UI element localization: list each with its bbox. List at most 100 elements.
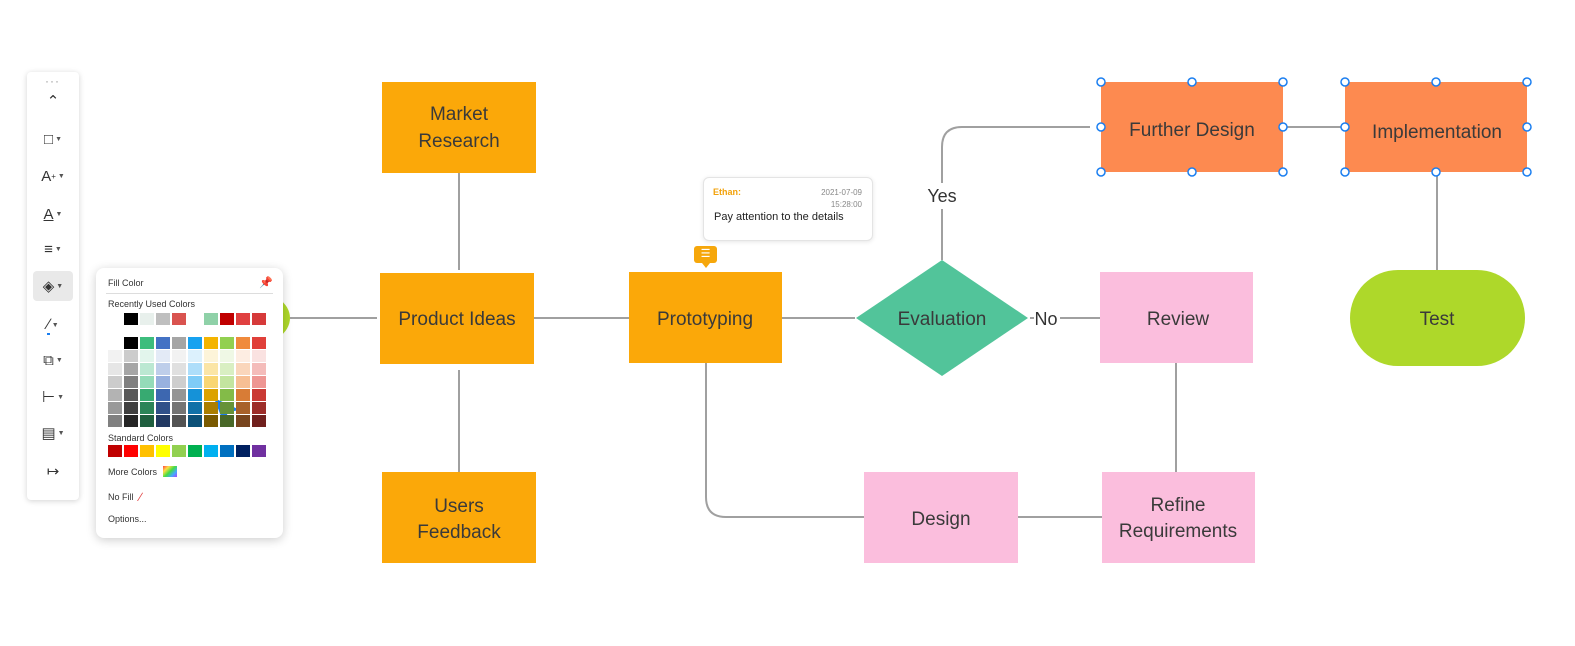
node-users-feedback[interactable]: Users Feedback	[382, 472, 536, 563]
palette-swatch[interactable]	[124, 350, 138, 362]
node-design[interactable]: Design	[864, 472, 1018, 563]
palette-swatch[interactable]	[252, 415, 266, 427]
palette-swatch[interactable]	[140, 402, 154, 414]
standard-color-swatch[interactable]	[204, 445, 218, 457]
align-text-icon[interactable]: ≡▼	[44, 240, 62, 258]
node-test[interactable]: Test	[1350, 270, 1525, 366]
drag-handle-icon[interactable]: ···	[45, 74, 60, 88]
connector-prototyping-design[interactable]	[705, 363, 864, 518]
palette-swatch[interactable]	[172, 376, 186, 388]
palette-swatch[interactable]	[124, 337, 138, 349]
palette-swatch[interactable]	[220, 402, 234, 414]
palette-swatch[interactable]	[172, 337, 186, 349]
palette-swatch[interactable]	[124, 376, 138, 388]
palette-swatch[interactable]	[156, 350, 170, 362]
palette-swatch[interactable]	[172, 363, 186, 375]
recent-color-swatch[interactable]	[236, 313, 250, 325]
standard-color-swatch[interactable]	[236, 445, 250, 457]
standard-color-swatch[interactable]	[220, 445, 234, 457]
palette-swatch[interactable]	[236, 415, 250, 427]
palette-swatch[interactable]	[220, 389, 234, 401]
palette-swatch[interactable]	[156, 363, 170, 375]
collapse-icon[interactable]: ⌃	[46, 93, 60, 110]
palette-swatch[interactable]	[156, 376, 170, 388]
comment-bubble[interactable]: Ethan: 2021-07-09 15:28:00 Pay attention…	[703, 177, 873, 241]
palette-swatch[interactable]	[204, 337, 218, 349]
palette-swatch[interactable]	[220, 376, 234, 388]
recent-color-swatch[interactable]	[124, 313, 138, 325]
palette-swatch[interactable]	[236, 337, 250, 349]
palette-swatch[interactable]	[236, 389, 250, 401]
pin-icon[interactable]: 📌	[259, 277, 273, 289]
palette-swatch[interactable]	[252, 337, 266, 349]
palette-swatch[interactable]	[220, 363, 234, 375]
palette-swatch[interactable]	[252, 363, 266, 375]
palette-swatch[interactable]	[140, 363, 154, 375]
palette-swatch[interactable]	[108, 350, 122, 362]
palette-swatch[interactable]	[108, 376, 122, 388]
palette-swatch[interactable]	[188, 376, 202, 388]
palette-swatch[interactable]	[172, 389, 186, 401]
palette-swatch[interactable]	[220, 337, 234, 349]
recent-color-swatch[interactable]	[220, 313, 234, 325]
palette-swatch[interactable]	[156, 402, 170, 414]
palette-swatch[interactable]	[156, 415, 170, 427]
palette-swatch[interactable]	[140, 415, 154, 427]
standard-color-swatch[interactable]	[172, 445, 186, 457]
recent-color-swatch[interactable]	[252, 313, 266, 325]
palette-swatch[interactable]	[108, 389, 122, 401]
palette-swatch[interactable]	[236, 363, 250, 375]
recent-color-swatch[interactable]	[188, 313, 202, 325]
palette-swatch[interactable]	[252, 402, 266, 414]
node-prototyping[interactable]: Prototyping	[629, 272, 782, 363]
palette-swatch[interactable]	[108, 415, 122, 427]
options-button[interactable]: Options...	[108, 514, 147, 524]
palette-swatch[interactable]	[172, 350, 186, 362]
palette-swatch[interactable]	[140, 376, 154, 388]
palette-swatch[interactable]	[236, 402, 250, 414]
recent-color-swatch[interactable]	[204, 313, 218, 325]
no-fill-button[interactable]: No Fill ∕	[108, 490, 142, 504]
line-color-icon[interactable]: ∕▼	[47, 315, 59, 335]
more-colors-button[interactable]: More Colors	[108, 466, 178, 477]
palette-swatch[interactable]	[188, 363, 202, 375]
palette-swatch[interactable]	[124, 389, 138, 401]
fill-bucket-icon[interactable]: ◈▼	[33, 271, 73, 301]
palette-swatch[interactable]	[220, 350, 234, 362]
recent-color-swatch[interactable]	[172, 313, 186, 325]
node-further-design[interactable]: Further Design	[1101, 82, 1283, 172]
palette-swatch[interactable]	[252, 350, 266, 362]
palette-swatch[interactable]	[204, 363, 218, 375]
selection-handles[interactable]	[1096, 77, 1532, 177]
palette-swatch[interactable]	[188, 337, 202, 349]
align-objects-icon[interactable]: ⊢▼	[41, 389, 64, 406]
palette-swatch[interactable]	[188, 415, 202, 427]
node-review[interactable]: Review	[1100, 272, 1253, 363]
palette-swatch[interactable]	[140, 337, 154, 349]
font-color-icon[interactable]: A▼	[43, 205, 63, 223]
comment-icon[interactable]: ☰	[694, 246, 717, 268]
node-refine-requirements[interactable]: Refine Requirements	[1102, 472, 1255, 563]
connector-evaluation-further-design[interactable]	[941, 126, 1090, 260]
palette-swatch[interactable]	[204, 402, 218, 414]
rectangle-shape-icon[interactable]: □▼	[44, 130, 62, 148]
palette-swatch[interactable]	[188, 350, 202, 362]
font-size-icon[interactable]: A+▼	[41, 167, 65, 185]
distribute-icon[interactable]: ▤▼	[41, 425, 65, 442]
node-evaluation[interactable]: Evaluation	[856, 260, 1028, 376]
palette-swatch[interactable]	[172, 402, 186, 414]
palette-swatch[interactable]	[172, 415, 186, 427]
palette-swatch[interactable]	[124, 363, 138, 375]
standard-color-swatch[interactable]	[124, 445, 138, 457]
palette-swatch[interactable]	[140, 350, 154, 362]
arrange-icon[interactable]: ⧉▼	[43, 351, 63, 369]
palette-swatch[interactable]	[108, 402, 122, 414]
palette-swatch[interactable]	[252, 389, 266, 401]
node-product-ideas[interactable]: Product Ideas	[380, 273, 534, 364]
standard-color-swatch[interactable]	[156, 445, 170, 457]
palette-swatch[interactable]	[108, 337, 122, 349]
palette-swatch[interactable]	[220, 415, 234, 427]
recent-color-swatch[interactable]	[156, 313, 170, 325]
palette-swatch[interactable]	[156, 389, 170, 401]
palette-swatch[interactable]	[124, 402, 138, 414]
